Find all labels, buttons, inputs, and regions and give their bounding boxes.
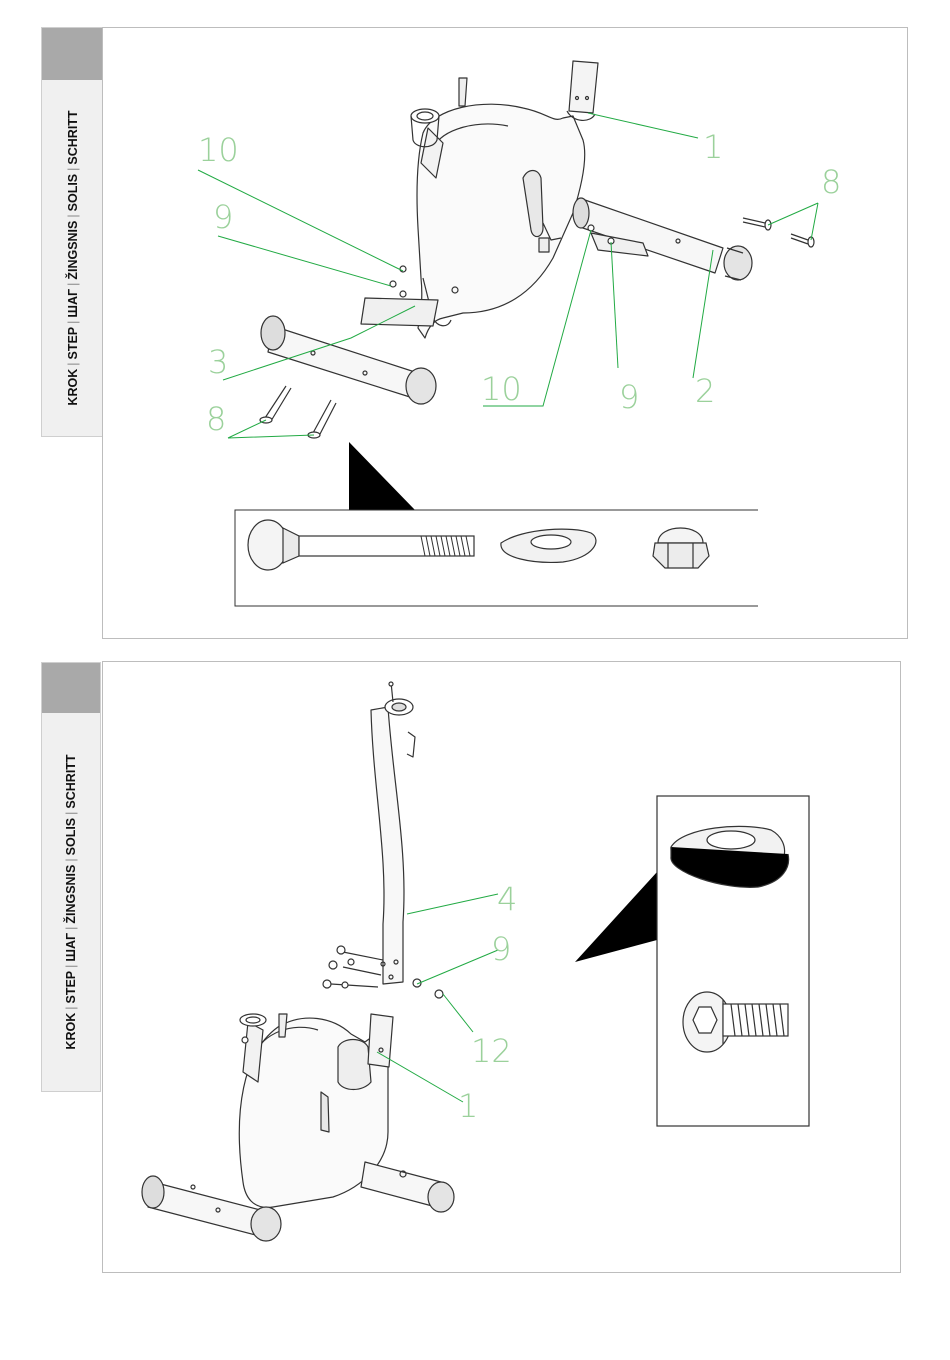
bolts-right-part-8	[743, 218, 814, 247]
detail-carriage-bolt	[248, 520, 474, 570]
callout-12: 12	[471, 1032, 512, 1070]
detail-pointer-triangle	[575, 872, 657, 962]
callout-9-left: 9	[213, 198, 233, 236]
callout-1: 1	[458, 1087, 478, 1125]
callout-9-right: 9	[619, 378, 639, 416]
detail-acorn-nut	[653, 528, 709, 568]
callout-10-left: 10	[198, 131, 239, 169]
detail-curved-washer	[501, 529, 596, 562]
step-tab-2-number-box	[42, 663, 100, 713]
bolts-left-part-8	[260, 386, 336, 438]
upright-post-part-4	[371, 682, 415, 984]
step-2-illustration: 4 9 12 1	[103, 662, 900, 1272]
step-tab-2-label: KROK|STEP|ШАГ|ŽINGSNIS|SOLIS|SCHRITT	[64, 754, 78, 1049]
step-tab-1-label: KROK|STEP|ШАГ|ŽINGSNIS|SOLIS|SCHRITT	[66, 110, 80, 405]
callout-8-right: 8	[821, 163, 841, 201]
step-1-illustration: 10 9 3 8 1 8 10 9 2	[103, 28, 907, 638]
rear-stabilizer-part-2	[573, 198, 752, 280]
callout-2: 2	[695, 372, 715, 410]
callout-4: 4	[497, 880, 517, 918]
main-frame-part-1	[361, 61, 598, 338]
callout-1: 1	[703, 128, 723, 166]
step-2-panel: 4 9 12 1	[102, 661, 901, 1273]
step-tab-1: KROK|STEP|ШАГ|ŽINGSNIS|SOLIS|SCHRITT	[41, 27, 104, 437]
detail-pointer-triangle	[349, 442, 415, 510]
callout-9: 9	[491, 930, 511, 968]
step-tab-1-number-box	[42, 28, 103, 80]
rear-stabilizer	[361, 1162, 454, 1212]
step-1-panel: 10 9 3 8 1 8 10 9 2	[102, 27, 908, 639]
step-tab-2: KROK|STEP|ШАГ|ŽINGSNIS|SOLIS|SCHRITT	[41, 662, 101, 1092]
front-stabilizer-part-3	[261, 316, 436, 404]
callout-3: 3	[208, 343, 228, 381]
callout-8-left: 8	[206, 400, 226, 438]
callout-10-right: 10	[481, 370, 522, 408]
